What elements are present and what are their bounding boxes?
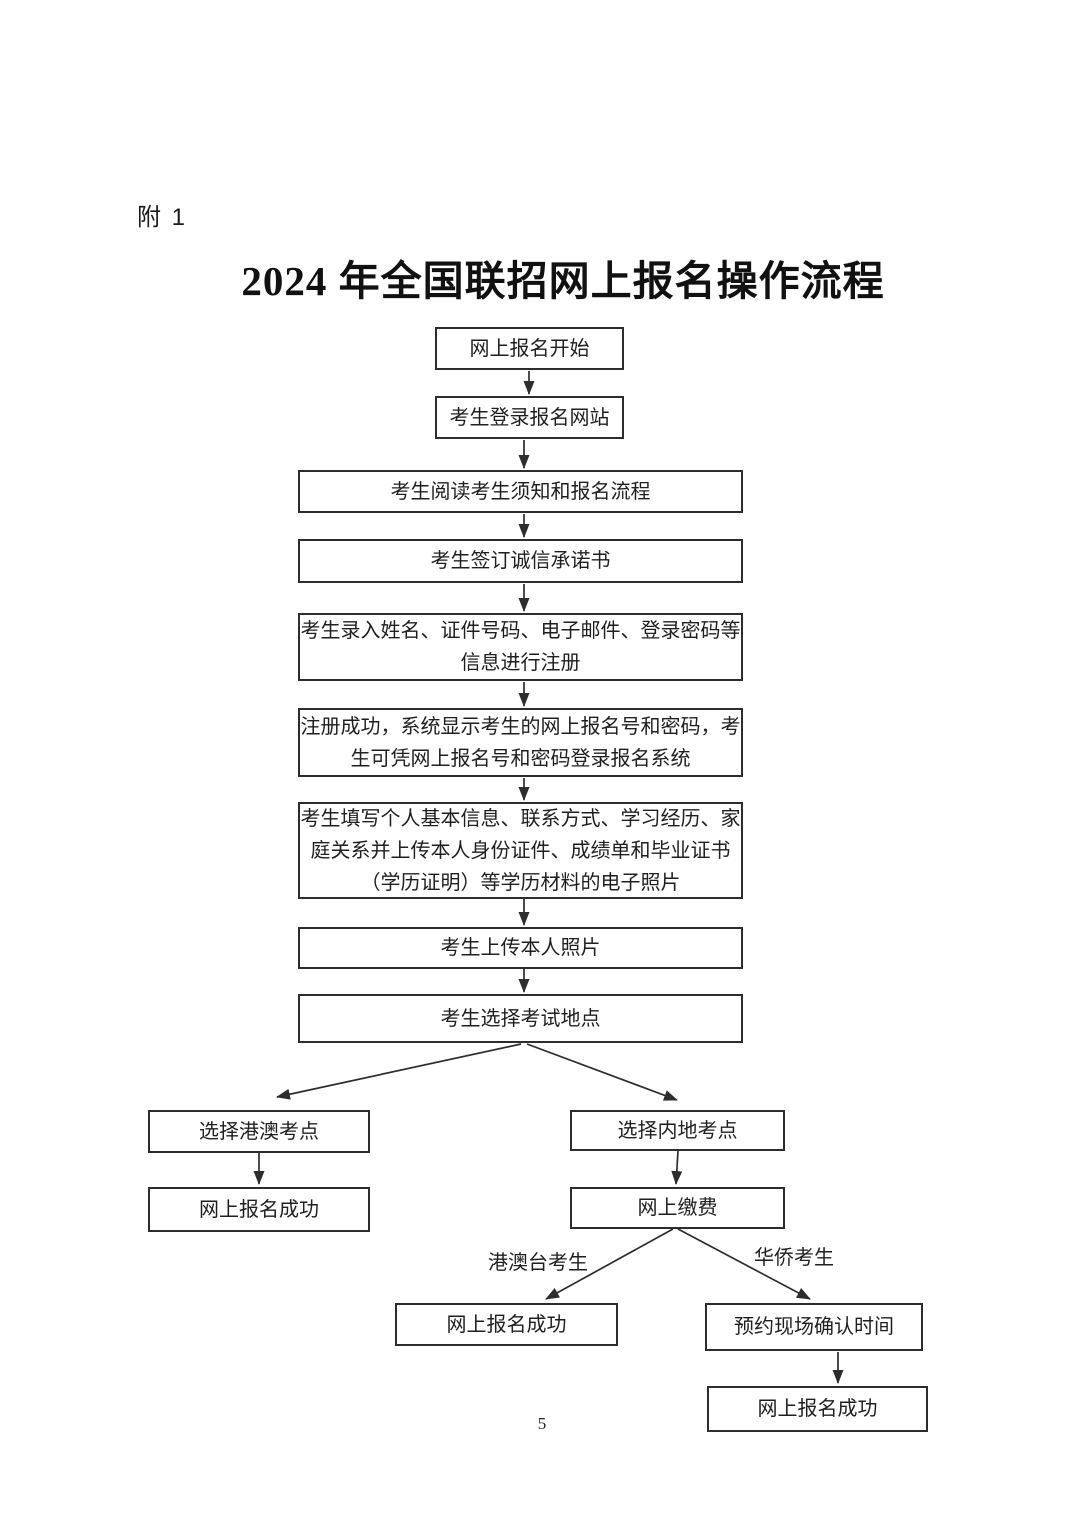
flow-node-mainland-site: 选择内地考点 [570, 1110, 785, 1151]
flow-node-register-info: 考生录入姓名、证件号码、电子邮件、登录密码等信息进行注册 [298, 613, 743, 681]
flow-node-login: 考生登录报名网站 [435, 396, 624, 439]
flow-node-final-success: 网上报名成功 [707, 1386, 928, 1432]
page-title: 2024 年全国联招网上报名操作流程 [241, 258, 885, 304]
flow-node-sign-pledge: 考生签订诚信承诺书 [298, 539, 743, 583]
edge-label-hmt-candidates: 港澳台考生 [488, 1252, 588, 1274]
flow-node-fill-info: 考生填写个人基本信息、联系方式、学习经历、家庭关系并上传本人身份证件、成绩单和毕… [298, 802, 743, 899]
flow-node-register-success: 注册成功，系统显示考生的网上报名号和密码，考生可凭网上报名号和密码登录报名系统 [298, 708, 743, 777]
flow-node-online-payment: 网上缴费 [570, 1187, 785, 1229]
flow-node-choose-site: 考生选择考试地点 [298, 994, 743, 1043]
flow-node-hk-macau-site: 选择港澳考点 [148, 1110, 370, 1153]
flow-node-hk-macau-success: 网上报名成功 [148, 1187, 370, 1232]
edge-label-overseas-chinese-candidates: 华侨考生 [754, 1247, 834, 1269]
page-number: 5 [537, 1414, 547, 1433]
flow-node-hmt-success: 网上报名成功 [395, 1303, 618, 1346]
attachment-label: 附 1 [137, 204, 188, 231]
flow-node-appointment: 预约现场确认时间 [705, 1303, 923, 1351]
flow-node-upload-photo: 考生上传本人照片 [298, 927, 743, 969]
flow-node-start: 网上报名开始 [435, 327, 624, 370]
flow-node-read-notice: 考生阅读考生须知和报名流程 [298, 470, 743, 513]
